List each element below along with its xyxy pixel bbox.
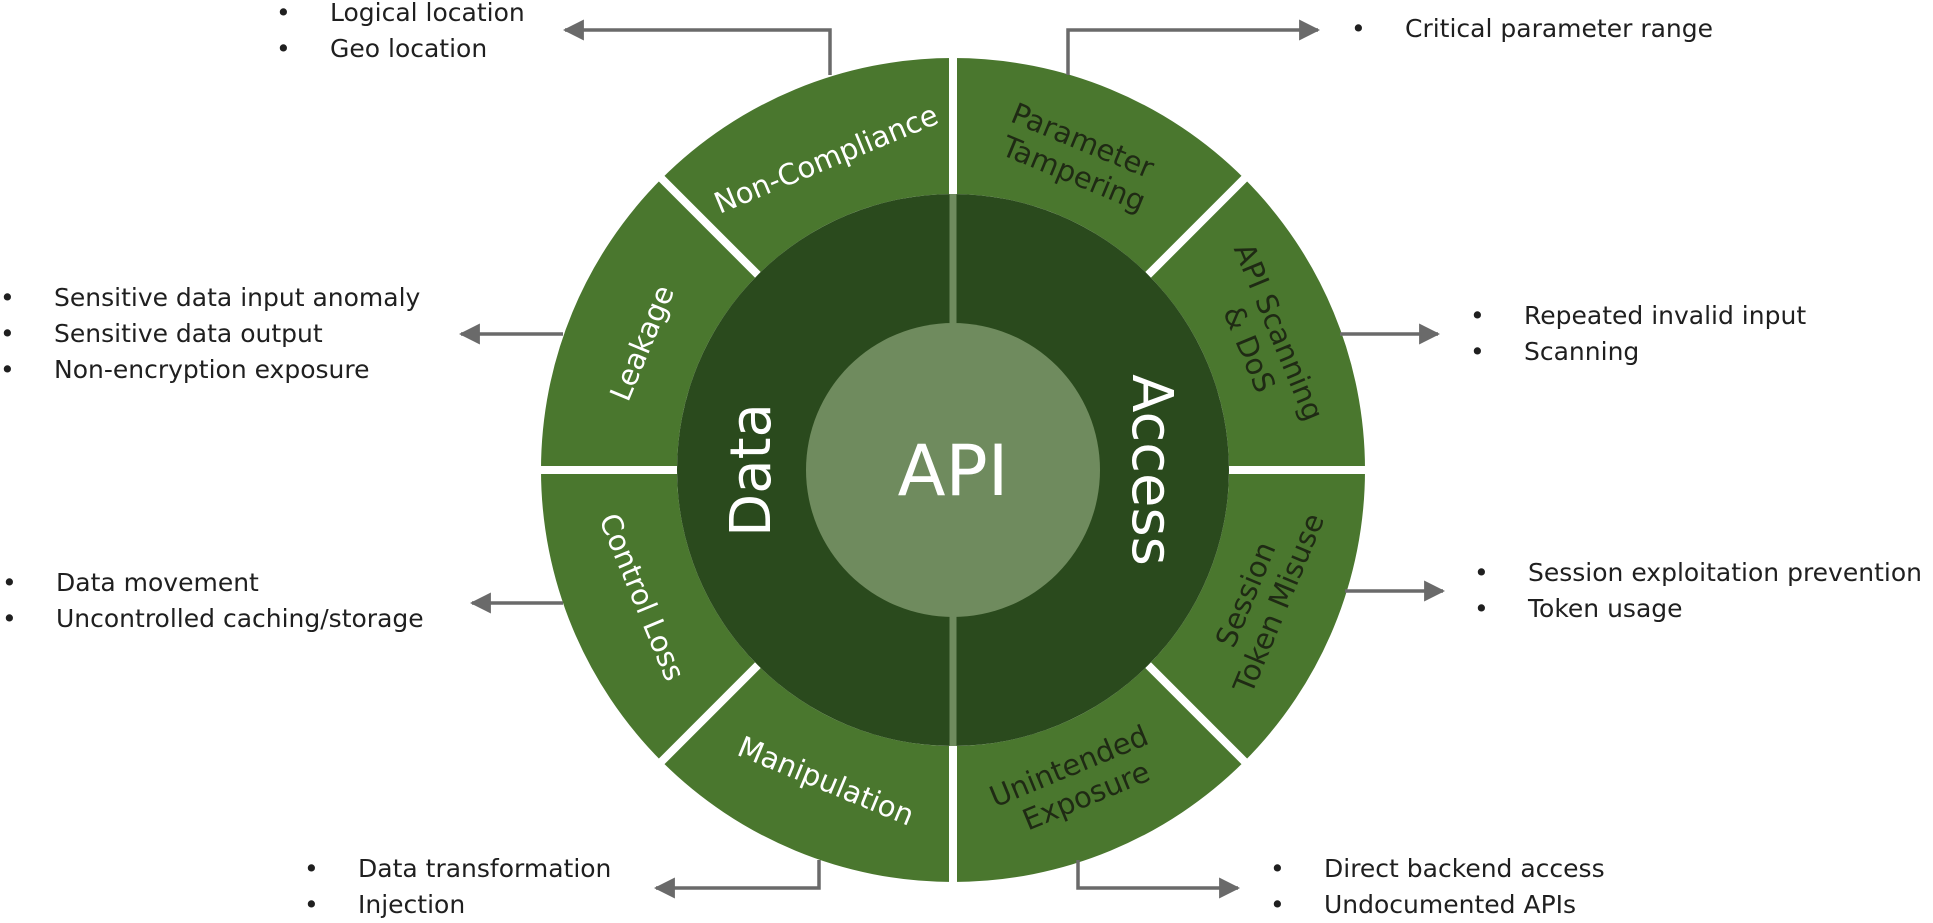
- callout-item: •Non-encryption exposure: [0, 352, 420, 388]
- callout-item: •Geo location: [276, 31, 525, 67]
- callout-item: •Logical location: [276, 0, 525, 31]
- callout-unintended-exposure: •Direct backend access •Undocumented API…: [1270, 851, 1605, 923]
- outer-ring: [541, 58, 1365, 882]
- segment-unintended-exposure: [661, 665, 953, 882]
- callout-item: •Scanning: [1470, 334, 1806, 370]
- segment-leakage: [661, 58, 953, 275]
- callout-item: •Token usage: [1474, 591, 1922, 627]
- bullet-icon: •: [276, 34, 291, 63]
- callout-item: •Undocumented APIs: [1270, 887, 1605, 923]
- callout-item: •Sensitive data input anomaly: [0, 280, 420, 316]
- callout-item: •Direct backend access: [1270, 851, 1605, 887]
- bullet-icon: •: [1470, 337, 1485, 366]
- segment-manipulation: [541, 470, 758, 762]
- callout-item: •Critical parameter range: [1351, 11, 1713, 47]
- separator-manipulation: [656, 660, 763, 767]
- bullet-icon: •: [0, 319, 15, 348]
- segment-parameter-tampering: [1148, 178, 1365, 471]
- callout-item: •Uncontrolled caching/storage: [2, 601, 424, 637]
- callout-item: •Repeated invalid input: [1470, 298, 1806, 334]
- bullet-icon: •: [1474, 594, 1489, 623]
- half-label-data: Data: [719, 403, 784, 537]
- bullet-icon: •: [304, 854, 319, 883]
- callout-manipulation: •Data transformation •Injection: [304, 851, 611, 923]
- callout-non-compliance: •Logical location •Geo location: [276, 0, 525, 67]
- segment-non-compliance: [953, 58, 1245, 275]
- segment-session-token-misuse: [953, 665, 1245, 882]
- connector-manipulation: [653, 860, 821, 899]
- callout-item: •Injection: [304, 887, 611, 923]
- callout-connectors: [458, 19, 1446, 899]
- connector-non-compliance: [562, 19, 832, 75]
- connector-unintended-exposure: [1076, 860, 1241, 899]
- center-api-label: API: [898, 430, 1009, 512]
- half-label-access: Access: [1119, 374, 1184, 566]
- callout-api-scanning-dos: •Repeated invalid input •Scanning: [1470, 298, 1806, 370]
- bullet-icon: •: [1470, 301, 1485, 330]
- callout-leakage: •Sensitive data input anomaly •Sensitive…: [0, 280, 420, 388]
- center-circle: [806, 323, 1100, 617]
- bullet-icon: •: [1270, 890, 1285, 919]
- bullet-icon: •: [0, 355, 15, 384]
- callout-item: •Session exploitation prevention: [1474, 555, 1922, 591]
- separator-leakage: [656, 173, 763, 280]
- connector-parameter-tampering: [1066, 19, 1321, 75]
- bullet-icon: •: [1351, 14, 1366, 43]
- bullet-icon: •: [0, 283, 15, 312]
- callout-item: •Data transformation: [304, 851, 611, 887]
- callout-control-loss: •Data movement •Uncontrolled caching/sto…: [2, 565, 424, 637]
- bullet-icon: •: [2, 604, 17, 633]
- callout-parameter-tampering: •Critical parameter range: [1351, 11, 1713, 47]
- segment-separators: [537, 54, 1369, 886]
- bullet-icon: •: [1270, 854, 1285, 883]
- bullet-icon: •: [304, 890, 319, 919]
- callout-item: •Sensitive data output: [0, 316, 420, 352]
- separator-parameter-tampering: [1143, 173, 1250, 280]
- callout-item: •Data movement: [2, 565, 424, 601]
- segment-api-scanning-dos: [1148, 470, 1365, 762]
- segment-control-loss: [541, 178, 758, 471]
- separator-session-token-misuse: [1143, 660, 1250, 767]
- callout-session-token-misuse: •Session exploitation prevention •Token …: [1474, 555, 1922, 627]
- bullet-icon: •: [1474, 558, 1489, 587]
- bullet-icon: •: [276, 0, 291, 27]
- bullet-icon: •: [2, 568, 17, 597]
